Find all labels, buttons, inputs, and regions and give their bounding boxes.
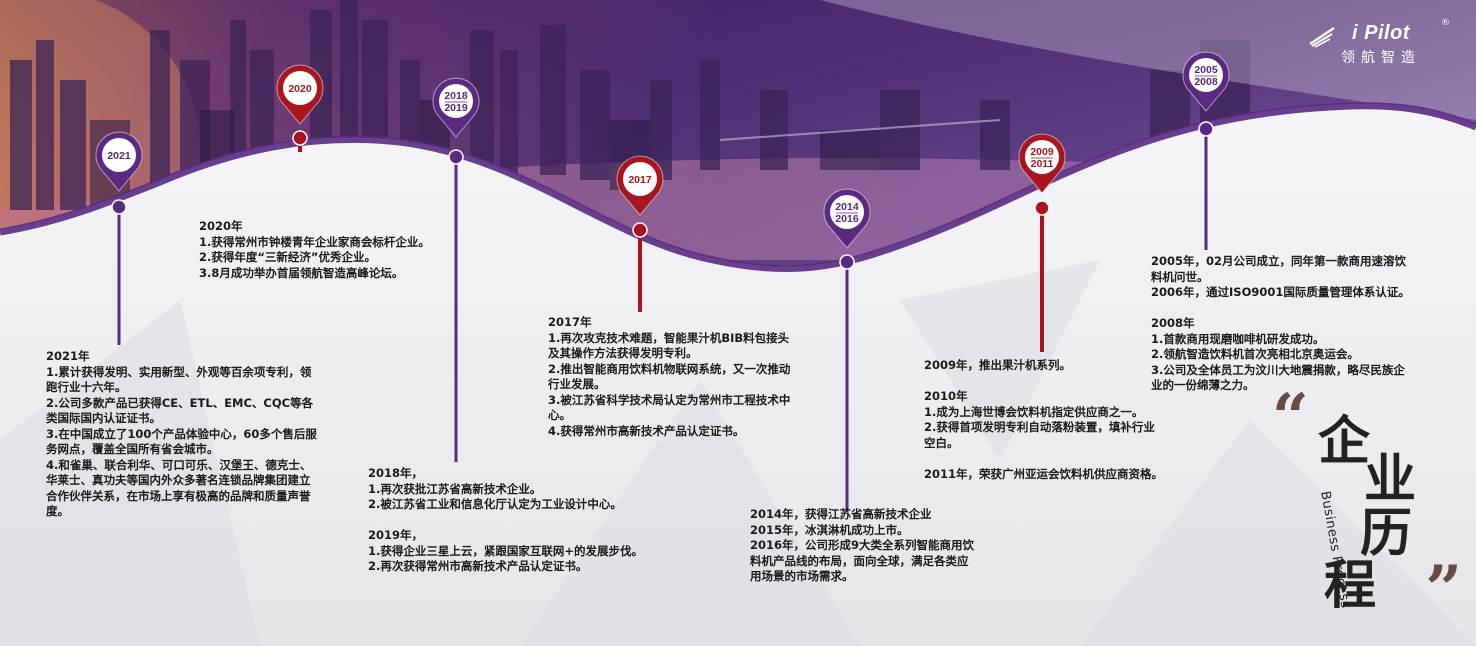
- section-title: “ 企 业 历 程 Business Process ”: [1272, 388, 1462, 628]
- milestone-pin-2: 2020: [277, 65, 323, 152]
- title-subtitle-en: Business Process: [1317, 490, 1352, 610]
- milestone-pin-label: 2011: [1031, 158, 1054, 170]
- wing-icon: [1308, 26, 1336, 48]
- milestone-dot: [633, 223, 647, 237]
- milestone-text-2014-2016: 2014年，获得江苏省高新技术企业 2015年，冰淇淋机成功上市。 2016年，…: [750, 507, 1020, 585]
- milestone-pin-1: 2021: [96, 132, 142, 345]
- milestone-dot: [112, 200, 126, 214]
- logo: i Pilot ® 领航智造: [1316, 22, 1446, 67]
- milestone-pin-label: 2014: [835, 201, 859, 213]
- milestone-text-2021: 2021年 1.累计获得发明、实用新型、外观等百余项专利，领 跑行业十六年。 2…: [46, 349, 336, 520]
- milestone-pin-label: 2018: [444, 90, 468, 102]
- milestone-dot: [293, 131, 307, 145]
- milestone-pin-label: 2019: [444, 102, 468, 114]
- title-char-3: 历: [1360, 506, 1412, 562]
- brand-name-cn: 领航智造: [1316, 47, 1446, 67]
- quote-open: “: [1272, 386, 1309, 450]
- milestone-pin-label: 2016: [835, 213, 859, 225]
- title-char-1: 企: [1318, 414, 1370, 470]
- milestone-dot: [449, 150, 463, 164]
- milestone-dot: [840, 255, 854, 269]
- milestone-pin-4: 2017: [617, 156, 663, 312]
- milestone-dot: [1035, 201, 1049, 215]
- milestone-pin-label: 2017: [628, 174, 652, 186]
- milestone-dot: [1199, 122, 1213, 136]
- milestone-text-2020: 2020年 1.获得常州市钟楼青年企业家商会标杆企业。 2.获得年度“三新经济”…: [199, 219, 469, 281]
- milestone-text-2005-2008: 2005年，02月公司成立，同年第一款商用速溶饮 料机问世。 2006年，通过I…: [1151, 254, 1441, 394]
- milestone-pin-label: 2021: [107, 150, 131, 162]
- registered-mark: ®: [1441, 18, 1450, 28]
- quote-close: ”: [1425, 558, 1462, 622]
- milestone-pin-label: 2020: [288, 83, 312, 95]
- milestone-pin-label: 2009: [1030, 146, 1054, 158]
- milestone-text-2018-2019: 2018年， 1.再次获批江苏省高新技术企业。 2.被江苏省工业和信息化厅认定为…: [368, 466, 668, 575]
- milestone-pin-label: 2005: [1194, 64, 1218, 76]
- title-char-2: 业: [1364, 452, 1416, 508]
- milestone-text-2017: 2017年 1.再次攻克技术难题，智能果汁机BIB料包接头 及其操作方法获得发明…: [548, 315, 823, 439]
- milestone-pin-label: 2008: [1194, 76, 1218, 88]
